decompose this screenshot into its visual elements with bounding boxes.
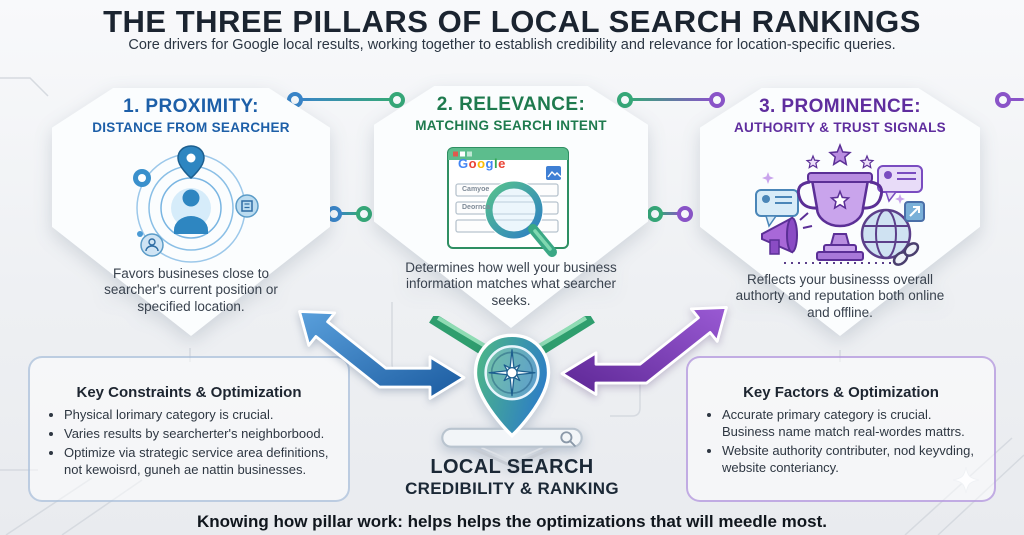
pillar-prominence: 3. PROMINENCE: AUTHORITY & TRUST SIGNALS <box>688 76 992 348</box>
pillar-prominence-description: Reflects your businesss overall authorty… <box>735 272 945 320</box>
magnifier-icon <box>485 181 543 239</box>
center-label-line2: CREDIBILITY & RANKING <box>405 479 619 498</box>
key-factors-list: Accurate primary category is crucial. Bu… <box>688 407 994 477</box>
connector-node <box>677 206 693 222</box>
connector-node <box>995 92 1011 108</box>
pillar-proximity: 1. PROXIMITY: DISTANCE FROM SEARCHER <box>40 76 342 348</box>
pillar-prominence-title: 3. PROMINENCE: <box>759 96 921 117</box>
globe-icon <box>860 208 912 260</box>
connector-node <box>356 206 372 222</box>
connector-line <box>659 212 681 215</box>
google-logo-text: Google <box>458 156 506 171</box>
trophy-authority-icon <box>755 144 925 266</box>
pillar-relevance-header: 2. RELEVANCE: MATCHING SEARCH INTENT <box>362 94 660 133</box>
page-title: THE THREE PILLARS OF LOCAL SEARCH RANKIN… <box>103 4 921 39</box>
search-icon <box>560 431 573 444</box>
key-factors-card: Key Factors & Optimization Accurate prim… <box>686 356 996 502</box>
star-icon <box>806 155 820 169</box>
form-field-label: Deornca <box>462 204 491 211</box>
bullet-item: Accurate primary category is crucial. Bu… <box>722 407 980 441</box>
connector-node <box>709 92 725 108</box>
center-label-line1: LOCAL SEARCH <box>430 456 594 478</box>
key-constraints-list: Physical lorimary category is crucial. V… <box>30 407 348 479</box>
star-icon <box>829 144 851 166</box>
proximity-arrow <box>298 310 466 400</box>
connector-line <box>1009 98 1024 101</box>
pillar-proximity-header: 1. PROXIMITY: DISTANCE FROM SEARCHER <box>40 96 342 135</box>
chain-link-icon <box>892 242 920 266</box>
pillar-relevance: 2. RELEVANCE: MATCHING SEARCH INTENT <box>362 74 660 340</box>
bullet-item: Website authority contributer, nod keyvd… <box>722 443 980 477</box>
connector-node <box>389 92 405 108</box>
pillar-proximity-title: 1. PROXIMITY: <box>123 96 259 117</box>
building-marker-icon <box>235 194 259 218</box>
connector-node <box>647 206 663 222</box>
google-search-window-icon <box>447 147 569 257</box>
star-icon <box>860 155 874 169</box>
page-subtitle: Core drivers for Google local results, w… <box>128 37 896 53</box>
connector-line <box>338 212 360 215</box>
center-label: LOCAL SEARCH CREDIBILITY & RANKING <box>377 456 647 499</box>
pillar-relevance-subtitle: MATCHING SEARCH INTENT <box>415 118 607 133</box>
pedestal-lines <box>470 446 554 468</box>
bullet-item: Physical lorimary category is crucial. <box>64 407 334 424</box>
pillar-relevance-title: 2. RELEVANCE: <box>436 94 586 115</box>
sparkle-icon <box>762 172 774 184</box>
connector-node <box>617 92 633 108</box>
pillar-prominence-subtitle: AUTHORITY & TRUST SIGNALS <box>733 120 946 135</box>
bullet-item: Optimize via strategic service area defi… <box>64 445 334 479</box>
key-constraints-title: Key Constraints & Optimization <box>76 384 302 401</box>
prominence-arrow <box>560 306 728 396</box>
local-search-pin-icon <box>441 333 583 468</box>
pillar-proximity-subtitle: DISTANCE FROM SEARCHER <box>92 120 290 135</box>
connector-line <box>630 98 712 101</box>
connector-line <box>300 98 392 101</box>
footer-caption: Knowing how pillar work: helps helps the… <box>196 512 827 531</box>
pillar-proximity-description: Favors busineses close to searcher's cur… <box>104 266 278 314</box>
form-field-label: Camyoe <box>462 186 490 193</box>
key-factors-title: Key Factors & Optimization <box>743 384 939 401</box>
pillar-relevance-description: Determines how well your business inform… <box>405 260 617 308</box>
radar-person-icon <box>133 145 259 263</box>
pillar-prominence-header: 3. PROMINENCE: AUTHORITY & TRUST SIGNALS <box>688 96 992 135</box>
trophy-icon <box>796 180 819 210</box>
sparkle-icon <box>895 194 905 204</box>
bullet-item: Varies results by searcherter's neighbor… <box>64 426 334 443</box>
key-constraints-card: Key Constraints & Optimization Physical … <box>28 356 350 502</box>
